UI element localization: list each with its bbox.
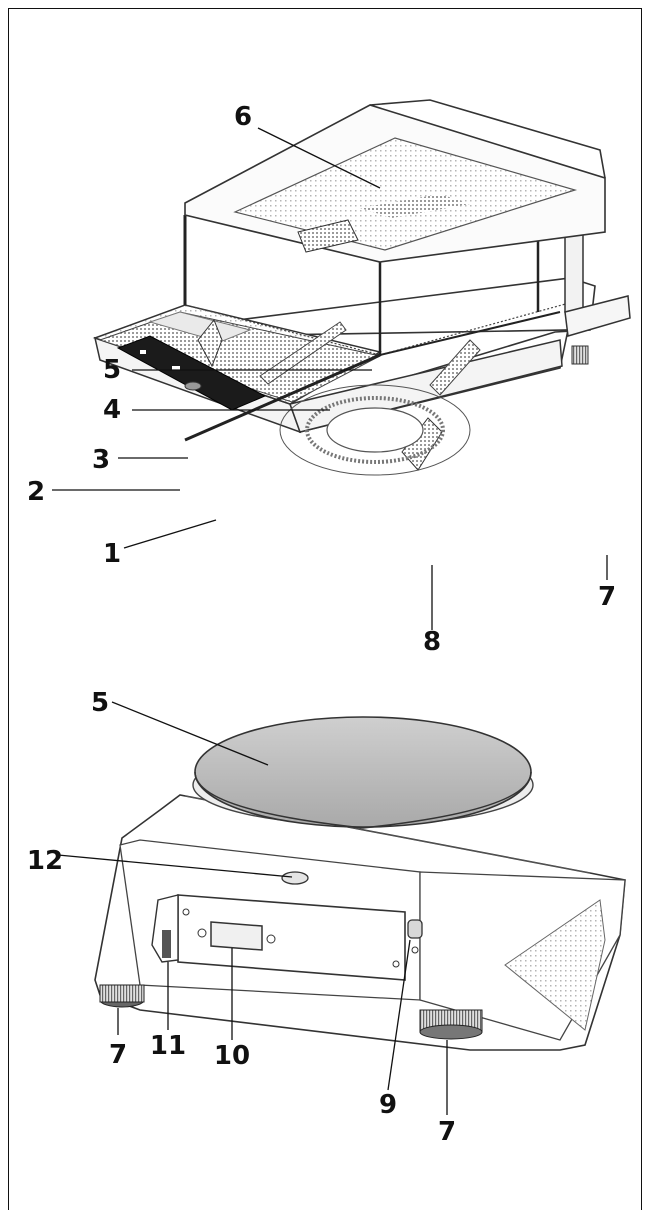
side-shading	[504, 899, 606, 1031]
pan-ring	[305, 396, 445, 464]
callout-3: 3	[92, 445, 110, 475]
top-rear-edge	[369, 99, 606, 179]
serial-connector	[210, 921, 263, 951]
column-base	[564, 295, 631, 337]
key	[172, 366, 180, 370]
power-socket	[407, 919, 423, 939]
callout-12: 12	[27, 846, 63, 876]
callout-11: 11	[150, 1031, 186, 1061]
leader-5b	[111, 701, 269, 766]
callout-8: 8	[423, 627, 441, 657]
internal-bracket-left	[259, 321, 347, 385]
round-weighing-pan	[194, 716, 532, 828]
leader-9	[387, 939, 411, 1091]
callout-10: 10	[214, 1041, 250, 1071]
pan-ring-outer	[279, 384, 471, 476]
shield-bottom-rail	[184, 353, 381, 442]
foot-right-bottom	[419, 1024, 483, 1040]
connector-screw-left	[197, 928, 207, 938]
side-handle-left	[197, 319, 223, 368]
connector-screw-right	[266, 934, 276, 944]
display	[148, 311, 252, 343]
slot-opening	[162, 930, 171, 958]
top-door-handle	[297, 219, 359, 253]
leader-1	[123, 519, 217, 549]
balance-front-illustration	[92, 99, 631, 476]
balance-rear-illustration	[94, 716, 626, 1051]
callout-7b: 7	[438, 1117, 456, 1147]
key	[140, 350, 146, 354]
top-glass-shading	[360, 194, 470, 218]
panel-screw	[392, 960, 400, 968]
anti-theft-slot	[151, 894, 179, 963]
weighing-pan	[326, 407, 424, 453]
figure1-callouts: 6 5 4 3 2 1 7 8	[27, 102, 616, 657]
internal-bracket	[429, 339, 481, 396]
shield-bottom-rail-side	[379, 311, 561, 356]
callout-5b: 5	[91, 688, 109, 718]
page-frame	[8, 8, 642, 1210]
callout-9: 9	[379, 1090, 397, 1120]
callout-5: 5	[103, 355, 121, 385]
leveling-foot-right	[571, 345, 589, 365]
callout-7: 7	[598, 582, 616, 612]
figure2-leader-lines	[57, 701, 448, 1115]
foot-front	[184, 381, 202, 391]
leader-6	[257, 127, 381, 189]
leader-12	[57, 854, 293, 878]
panel-screw	[182, 908, 190, 916]
figure1-leader-lines	[52, 127, 608, 630]
callout-1: 1	[103, 539, 121, 569]
figure2-callouts: 5 12 7 11 10 9 7	[27, 688, 456, 1147]
shield-side-column	[564, 231, 584, 313]
socket-screw	[411, 946, 419, 954]
callout-6: 6	[234, 102, 252, 132]
callout-7a: 7	[109, 1040, 127, 1070]
callout-2: 2	[27, 477, 45, 507]
pan-rim	[194, 771, 532, 829]
callout-4: 4	[103, 395, 121, 425]
leveling-foot-left	[99, 984, 145, 1003]
level-indicator	[281, 871, 309, 885]
